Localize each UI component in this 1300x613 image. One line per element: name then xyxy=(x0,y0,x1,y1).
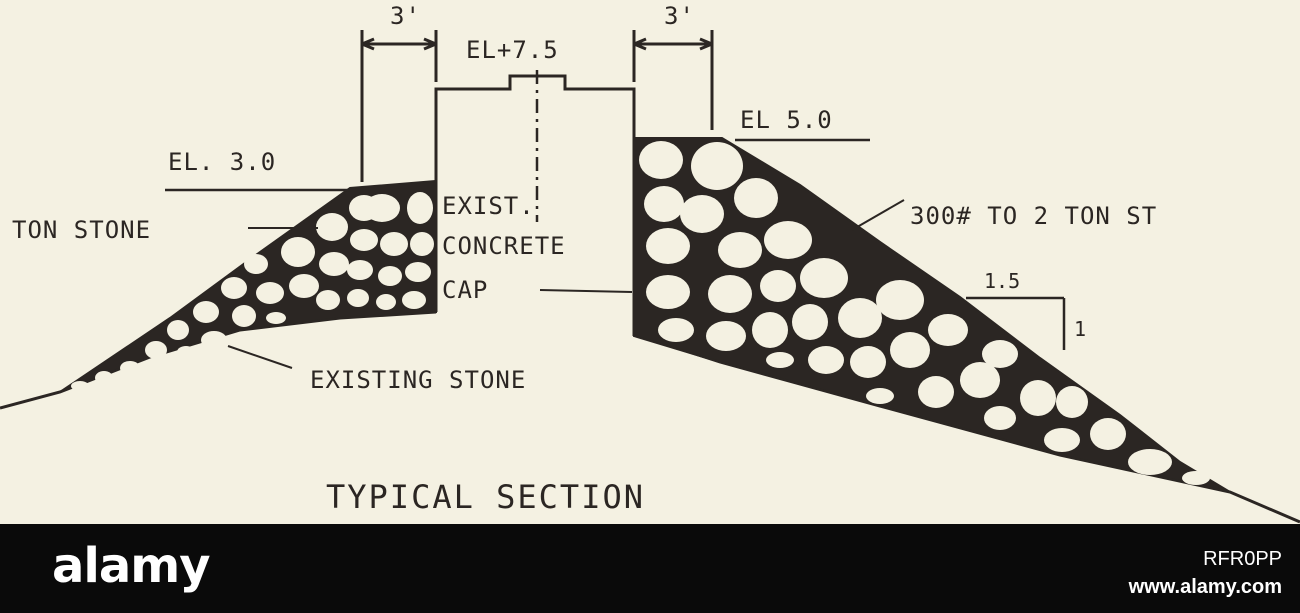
brand-logo: alamy xyxy=(52,538,211,594)
existing-stone-label: EXISTING STONE xyxy=(310,366,526,394)
section-title: TYPICAL SECTION xyxy=(326,478,645,516)
right-stones xyxy=(639,141,1210,485)
elevation-top-label: EL+7.5 xyxy=(466,36,559,64)
slope-rise-label: 1 xyxy=(1074,317,1086,341)
right-stone-mound xyxy=(633,137,1231,493)
left-stones xyxy=(71,192,434,391)
dimension-left-label: 3' xyxy=(390,2,421,30)
dimension-right-label: 3' xyxy=(664,2,695,30)
elevation-left-label: EL. 3.0 xyxy=(168,148,276,176)
image-id: RFR0PP xyxy=(1203,548,1282,570)
slope-indicator xyxy=(966,296,1066,350)
stone-right-label: 300# TO 2 TON ST xyxy=(910,202,1157,230)
dimension-left xyxy=(360,30,438,182)
exist-label-line3: CAP xyxy=(442,276,488,304)
exist-label-line2: CONCRETE xyxy=(442,232,566,260)
footer-bar: alamy RFR0PP www.alamy.com xyxy=(0,524,1300,613)
elevation-right-label: EL 5.0 xyxy=(740,106,833,134)
exist-label-line1: EXIST. xyxy=(442,192,535,220)
stone-left-label: TON STONE xyxy=(12,216,151,244)
dimension-right xyxy=(632,30,714,130)
site-url: www.alamy.com xyxy=(1128,576,1282,598)
leader-lines xyxy=(227,199,905,369)
typical-section-drawing: 3' 3' EL+7.5 EL 5.0 EL. 3.0 TON STONE 30… xyxy=(0,0,1300,524)
slope-run-label: 1.5 xyxy=(984,269,1020,293)
